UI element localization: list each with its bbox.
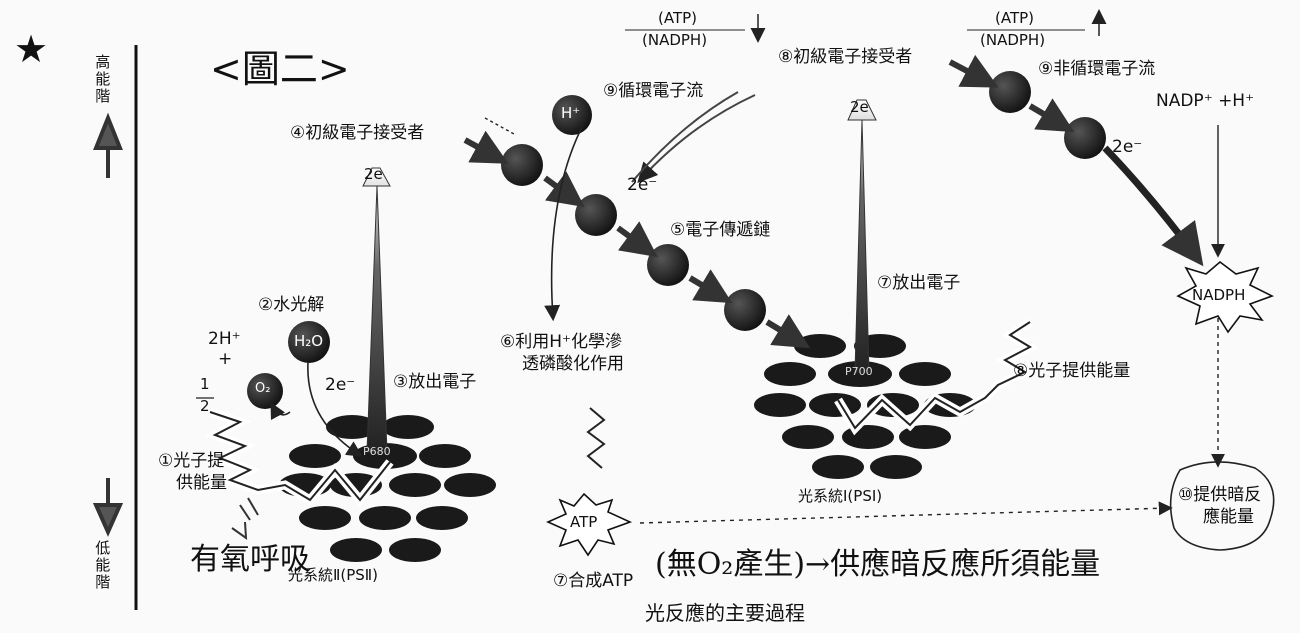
electron-carrier-balls <box>247 71 1106 409</box>
label-noncyclic-flow: ⑨非循環電子流 <box>1038 59 1156 79</box>
label-dark-reaction-energy: ⑩提供暗反 <box>1178 485 1262 505</box>
low-energy-arrow <box>92 478 124 537</box>
ratio-right-bottom: (NADPH) <box>980 31 1046 49</box>
cyclic-flow-arrow-edge <box>631 91 739 183</box>
atp-to-dark-arrow <box>639 501 1173 524</box>
atp-label: ATP <box>570 513 598 531</box>
water-electron-arrow <box>307 361 363 457</box>
ps1-beam-electrons: 2e <box>850 98 869 116</box>
note-aerobic: 有氧呼吸 <box>190 542 310 577</box>
nadph-formation-arrow <box>1102 145 1204 267</box>
oxygen-molecule: O₂ <box>255 381 271 396</box>
ratio-right-top: (ATP) <box>995 9 1035 27</box>
label-photon-energy-ps1: ⑧光子提供能量 <box>1013 361 1131 381</box>
cyclic-dashed-link <box>484 117 515 135</box>
high-energy-arrow <box>93 112 123 178</box>
fraction-denominator: 2 <box>200 397 210 415</box>
label-electron-transport-chain: ⑤電子傳遞鏈 <box>670 220 771 240</box>
label-primary-acceptor-ps1: ⑧初級電子接受者 <box>778 47 913 67</box>
nadp-input-label: NADP⁺ +H⁺ <box>1156 91 1255 111</box>
label-atp-synthesis: ⑦合成ATP <box>553 571 634 591</box>
label-release-electrons-ps1: ⑦放出電子 <box>877 273 961 293</box>
ps2-electrons-label: 2e⁻ <box>325 375 356 395</box>
photosystem-2-cluster <box>279 415 496 562</box>
ps2-photon-path <box>209 411 391 502</box>
ratio-left-bottom: (NADPH) <box>642 31 708 49</box>
h-plus-arrow <box>544 124 584 322</box>
note-dark-energy: (無O₂產生)→供應暗反應所須能量 <box>655 547 1101 582</box>
ps2-beam-electrons: 2e <box>364 165 383 183</box>
label-photon-energy-ps2: ①光子提 <box>158 451 225 471</box>
atp-photon-zigzag <box>586 407 606 469</box>
figure-label: <圖二> <box>210 47 350 91</box>
label-water-photolysis: ②水光解 <box>258 295 325 315</box>
label-primary-acceptor-ps2: ④初級電子接受者 <box>290 123 425 143</box>
ps2-excitation-beam <box>362 167 391 453</box>
water-molecule: H₂O <box>294 332 324 350</box>
p680-label: P680 <box>363 445 391 458</box>
plus-sign: + <box>218 349 233 369</box>
label-chemiosmosis: ⑥利用H⁺化學滲 <box>500 332 622 352</box>
noncyclic-electrons-label: 2e⁻ <box>1112 137 1143 157</box>
hydrogen-ion: H⁺ <box>561 104 581 122</box>
hydrogen-ions-label: 2H⁺ <box>208 329 241 349</box>
fraction-numerator: 1 <box>200 375 210 393</box>
dark-reaction-cloud <box>1169 461 1275 551</box>
cyclic-flow-arrow <box>637 94 756 183</box>
label-photon-energy-ps2-cont: 供能量 <box>176 473 227 493</box>
photosystem-2-label: 光系統Ⅱ(PSⅡ) <box>288 566 379 584</box>
p700-label: P700 <box>845 365 873 378</box>
axis-high-label: 高能階 <box>93 54 112 105</box>
diagram-caption: 光反應的主要過程 <box>645 601 805 625</box>
star-note: ★ <box>14 27 49 71</box>
atp-starburst <box>546 492 633 557</box>
label-release-electrons-ps2: ③放出電子 <box>393 372 477 392</box>
transfer-arrows <box>463 54 1075 349</box>
axis-low-label: 低能階 <box>93 540 112 591</box>
cyclic-electrons-label: 2e⁻ <box>627 175 658 195</box>
label-chemiosmosis-cont: 透磷酸化作用 <box>522 354 624 374</box>
ps1-excitation-beam <box>847 99 877 373</box>
oxygen-release-arrow <box>270 402 291 421</box>
ratio-left-top: (ATP) <box>658 9 698 27</box>
handwritten-arrow <box>231 497 259 541</box>
photosystem-1-label: 光系統Ⅰ(PSⅠ) <box>798 487 883 505</box>
label-dark-reaction-energy-cont: 應能量 <box>1203 507 1254 527</box>
nadph-label: NADPH <box>1192 286 1246 304</box>
label-cyclic-flow: ⑨循環電子流 <box>603 81 704 101</box>
nadph-starburst <box>1176 260 1275 334</box>
ps1-photon-path <box>837 321 1033 430</box>
